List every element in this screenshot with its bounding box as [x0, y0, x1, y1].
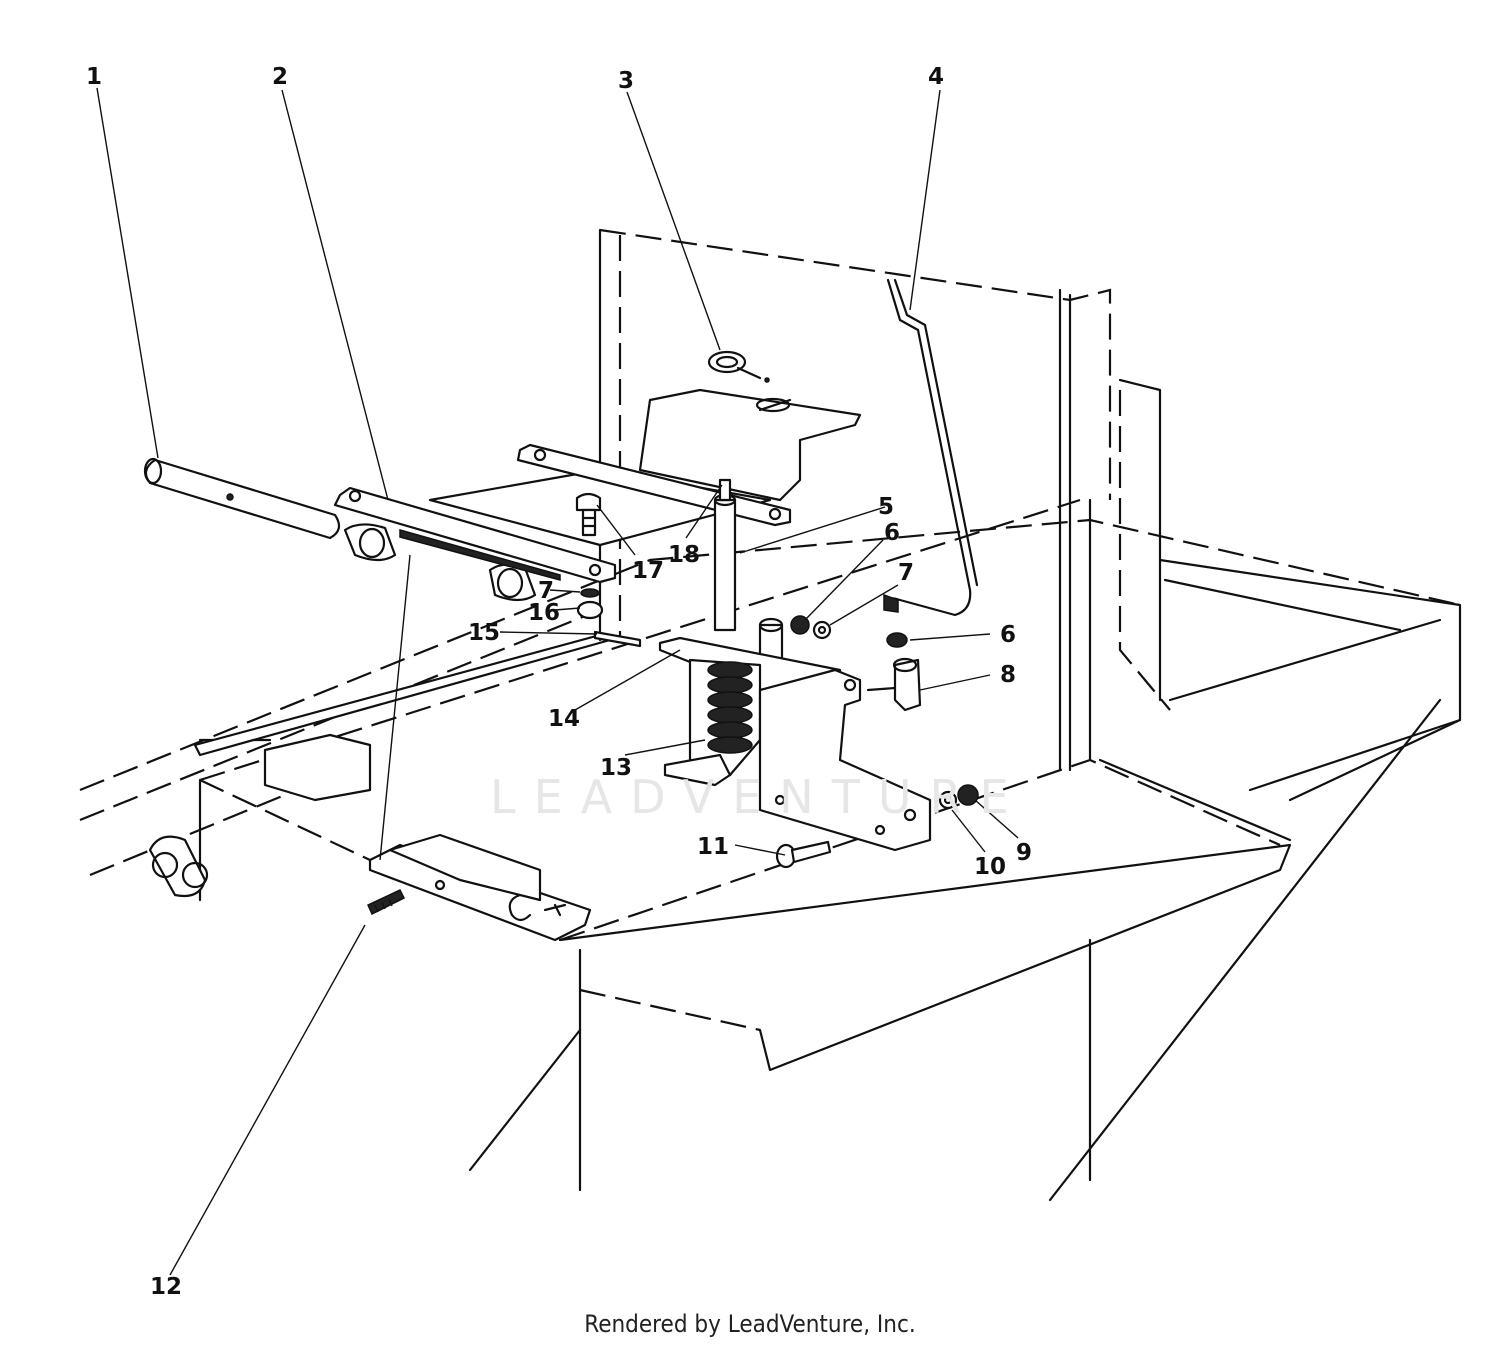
back-panel	[598, 228, 1112, 772]
callout-10: 10	[974, 854, 1006, 880]
callout-14: 14	[548, 706, 580, 732]
leader-lines	[96, 87, 1019, 1276]
callout-15: 15	[468, 620, 500, 646]
callout-2: 2	[272, 64, 288, 90]
callout-4: 4	[928, 64, 944, 90]
part-2-bracket	[333, 486, 617, 602]
callout-11: 11	[697, 834, 729, 860]
callout-9: 9	[1016, 840, 1032, 866]
part-3-clevis-pin	[707, 350, 770, 383]
seat-plates	[428, 388, 862, 547]
part-13-14-spring-bracket	[658, 636, 932, 852]
callout-1: 1	[86, 64, 102, 90]
callout-13: 13	[600, 755, 632, 781]
callout-17: 17	[632, 558, 664, 584]
callout-7a: 7	[538, 578, 554, 604]
callout-3: 3	[618, 68, 634, 94]
callout-16: 16	[528, 600, 560, 626]
callout-18: 18	[668, 542, 700, 568]
hardware-15-18	[575, 492, 642, 648]
callout-12: 12	[150, 1274, 182, 1300]
frame-outline	[79, 378, 1462, 1202]
spring-coils	[707, 661, 753, 754]
callouts: 1 2 3 4 5 6 6 7 7 8 9 10 11 12 13 14 15 …	[86, 64, 1032, 1300]
callout-7b: 7	[898, 560, 914, 586]
part-1-shaft	[143, 457, 341, 540]
callout-6a: 6	[884, 520, 900, 546]
callout-5: 5	[878, 494, 894, 520]
callout-6b: 6	[1000, 622, 1016, 648]
hardware-9-10-11	[775, 784, 979, 869]
part-12-hinge-pin	[367, 833, 592, 942]
hardware-6-7-8	[790, 593, 922, 712]
callout-8: 8	[1000, 662, 1016, 688]
credit-line: Rendered by LeadVenture, Inc.	[584, 1310, 916, 1338]
